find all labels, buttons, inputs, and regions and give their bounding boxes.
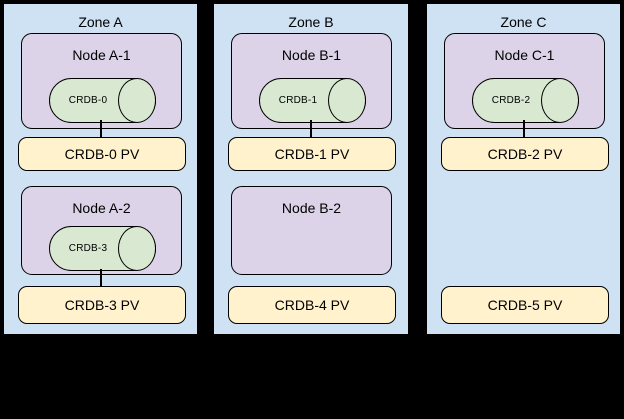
crdb-3-to-pv-connector-line	[100, 269, 102, 286]
crdb-2-pv-label: CRDB-2 PV	[487, 146, 563, 162]
crdb-0-to-pv-connector-line	[100, 120, 102, 137]
crdb-1-pv-box: CRDB-1 PV	[228, 137, 396, 171]
crdb-2-pod-label: CRDB-2	[491, 95, 531, 106]
crdb-1-pv-label: CRDB-1 PV	[274, 146, 350, 162]
node-a2-title: Node A-2	[72, 200, 131, 216]
node-a1-box: Node A-1 CRDB-0	[21, 33, 182, 129]
zone-c-container: Zone C Node C-1 CRDB-2 CRDB-2 PV CRDB-5 …	[425, 2, 622, 336]
node-b1-box: Node B-1 CRDB-1	[231, 33, 392, 129]
crdb-3-pv-box: CRDB-3 PV	[18, 286, 186, 324]
cylinder-cap	[541, 78, 579, 123]
node-b1-title: Node B-1	[281, 47, 342, 63]
node-a2-box: Node A-2 CRDB-3	[21, 186, 182, 275]
crdb-2-to-pv-connector-line	[523, 120, 525, 137]
crdb-0-pod-label: CRDB-0	[68, 95, 108, 106]
zone-a-title: Zone A	[78, 14, 123, 30]
crdb-1-pod-label: CRDB-1	[278, 95, 318, 106]
crdb-4-pv-box: CRDB-4 PV	[228, 286, 396, 324]
cylinder-cap	[118, 78, 156, 123]
crdb-1-pod-cylinder: CRDB-1	[259, 78, 366, 123]
zone-b-container: Zone B Node B-1 CRDB-1 CRDB-1 PV Node B-…	[212, 2, 410, 336]
crdb-5-pv-label: CRDB-5 PV	[487, 297, 563, 313]
crdb-5-pv-box: CRDB-5 PV	[441, 286, 609, 324]
crdb-3-pv-label: CRDB-3 PV	[64, 297, 140, 313]
node-c1-box: Node C-1 CRDB-2	[444, 33, 605, 129]
node-b2-box: Node B-2	[231, 186, 392, 275]
crdb-3-pod-cylinder: CRDB-3	[49, 226, 156, 271]
crdb-0-pv-label: CRDB-0 PV	[64, 146, 140, 162]
zone-b-title: Zone B	[288, 14, 334, 30]
node-c1-title: Node C-1	[494, 47, 555, 63]
node-b2-title: Node B-2	[281, 200, 342, 216]
zone-a-container: Zone A Node A-1 CRDB-0 CRDB-0 PV Node A-…	[2, 2, 199, 336]
crdb-4-pv-label: CRDB-4 PV	[274, 297, 350, 313]
crdb-2-pv-box: CRDB-2 PV	[441, 137, 609, 171]
crdb-0-pv-box: CRDB-0 PV	[18, 137, 186, 171]
cylinder-cap	[118, 226, 156, 271]
zone-c-title: Zone C	[500, 14, 547, 30]
crdb-0-pod-cylinder: CRDB-0	[49, 78, 156, 123]
node-a1-title: Node A-1	[72, 47, 131, 63]
crdb-1-to-pv-connector-line	[310, 120, 312, 137]
crdb-3-pod-label: CRDB-3	[68, 243, 108, 254]
crdb-2-pod-cylinder: CRDB-2	[472, 78, 579, 123]
cylinder-cap	[328, 78, 366, 123]
